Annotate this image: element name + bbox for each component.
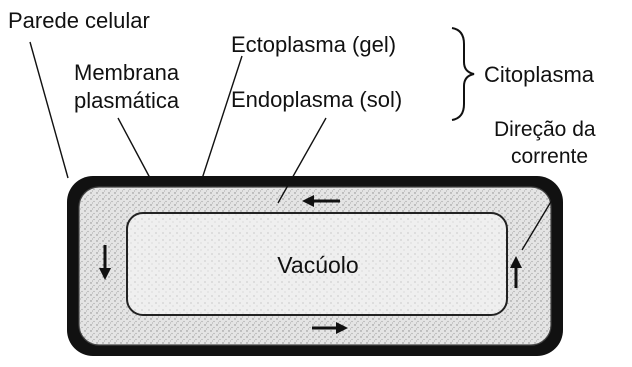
cytoplasm-brace	[452, 28, 474, 120]
leader-cell-wall	[30, 42, 68, 178]
plasma-membrane-label-line1: Membrana	[74, 60, 180, 85]
plasma-membrane-label-line2: plasmática	[74, 88, 180, 113]
endoplasm-label: Endoplasma (sol)	[231, 87, 402, 112]
cell-wall-label: Parede celular	[8, 8, 150, 33]
leader-ectoplasm	[200, 56, 242, 185]
current-direction-label-line2: corrente	[511, 145, 588, 168]
leader-plasma-membrane	[118, 118, 150, 178]
current-direction-label-line1: Direção da	[494, 118, 596, 141]
cytoplasm-label: Citoplasma	[484, 62, 595, 87]
vacuole-label: Vacúolo	[277, 252, 358, 278]
ectoplasm-label: Ectoplasma (gel)	[231, 32, 396, 57]
